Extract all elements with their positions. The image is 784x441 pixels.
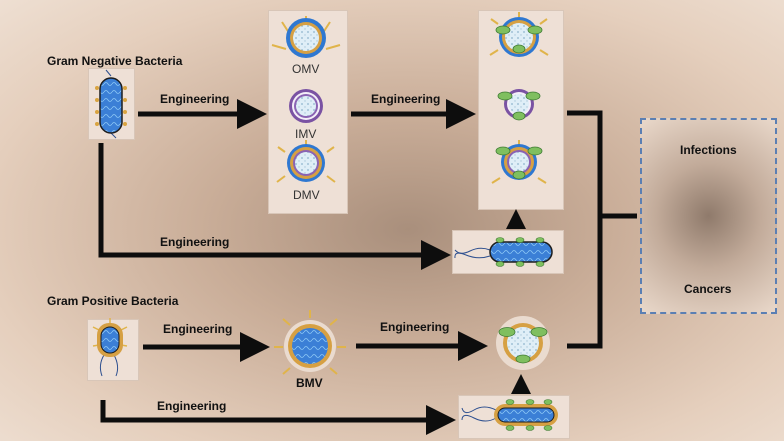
gram-negative-title: Gram Negative Bacteria	[47, 54, 183, 68]
engineering-label-1: Engineering	[160, 92, 230, 106]
engineering-label-6: Engineering	[157, 399, 227, 413]
engineered-gram-positive-bacterium-icon	[461, 399, 558, 431]
omv-label: OMV	[292, 62, 320, 76]
gram-positive-bacterium-icon	[92, 318, 128, 377]
engineered-omv-icon	[489, 12, 549, 57]
dmv-label: DMV	[293, 188, 320, 202]
imv-vesicle-icon	[289, 89, 323, 123]
infections-label: Infections	[680, 143, 737, 157]
engineered-gram-negative-bacterium-icon	[454, 237, 553, 267]
arrow-gram-negative-direct-engineering	[98, 143, 451, 270]
bmv-vesicle-icon	[274, 310, 346, 375]
engineered-imv-icon	[497, 89, 541, 121]
engineering-label-5: Engineering	[380, 320, 450, 334]
bmv-label: BMV	[296, 376, 323, 390]
arrow-gram-positive-direct-engineering	[100, 400, 456, 435]
engineered-bmv-icon	[496, 316, 550, 370]
engineering-label-2: Engineering	[371, 92, 441, 106]
bracket-connector-to-targets	[567, 110, 637, 349]
cancers-label: Cancers	[684, 282, 732, 296]
targets-box	[640, 118, 777, 314]
engineering-label-3: Engineering	[160, 235, 230, 249]
gram-negative-bacterium-icon	[95, 69, 127, 139]
gram-positive-title: Gram Positive Bacteria	[47, 294, 179, 308]
imv-label: IMV	[295, 127, 317, 141]
dmv-vesicle-icon	[276, 140, 336, 183]
engineering-label-4: Engineering	[163, 322, 233, 336]
engineered-dmv-icon	[491, 140, 547, 184]
omv-vesicle-icon	[271, 16, 341, 58]
